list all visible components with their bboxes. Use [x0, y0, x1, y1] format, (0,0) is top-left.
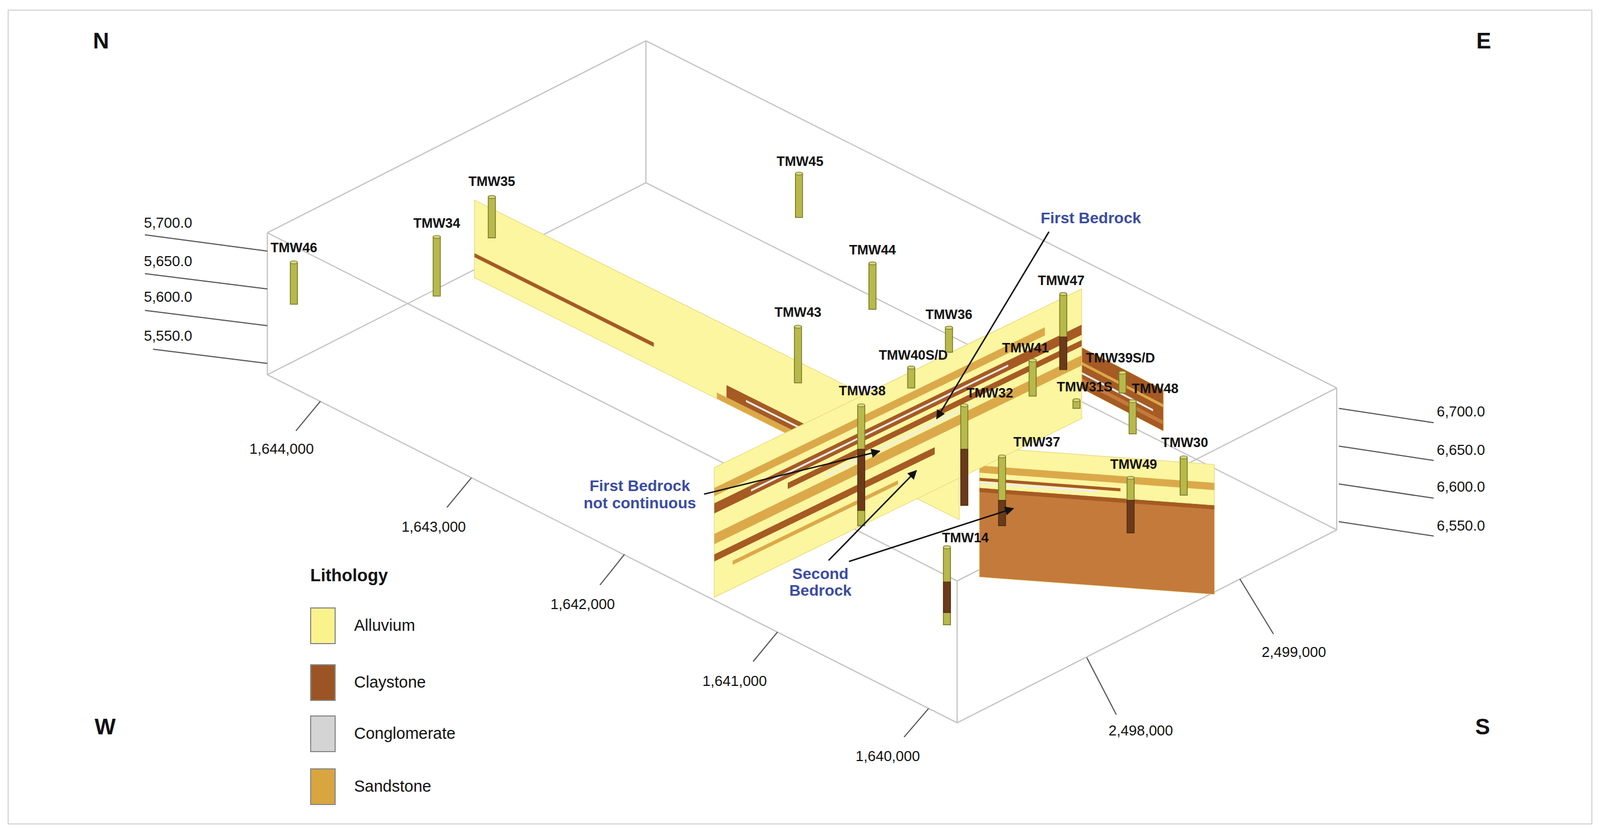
well-name: TMW31S	[1056, 379, 1113, 394]
well-casing	[907, 365, 915, 388]
section-panel	[714, 288, 1082, 598]
monitoring-wells	[290, 172, 1187, 625]
compass-letter: W	[94, 714, 116, 739]
legend-label: Claystone	[354, 673, 426, 692]
well-name: TMW38	[838, 383, 886, 399]
well-casing	[1059, 292, 1067, 370]
well-name: TMW40S/D	[878, 347, 948, 363]
well-name: TMW32	[966, 385, 1014, 400]
well-name: TMW47	[1037, 273, 1085, 288]
axis-value: 1,640,000	[855, 748, 921, 765]
axis-value: 1,641,000	[702, 672, 768, 689]
legend-label: Alluvium	[354, 616, 416, 635]
well-name: TMW46	[270, 240, 318, 255]
axis-value: 6,700.0	[1436, 403, 1486, 420]
section-panel	[979, 447, 1215, 595]
axis-value: 1,642,000	[550, 596, 616, 613]
axis-value: 2,499,000	[1261, 644, 1327, 661]
model-box	[267, 40, 1337, 723]
axis-value: 1,644,000	[249, 440, 314, 458]
well-casing	[960, 403, 969, 505]
well-name: TMW14	[941, 530, 989, 546]
frame	[8, 10, 1593, 824]
callout-text: First Bedrock	[1040, 209, 1142, 228]
well-casing	[869, 261, 877, 309]
well-casing	[1118, 371, 1127, 394]
legend-swatch	[310, 715, 336, 753]
legend-swatch	[310, 607, 336, 645]
alluvium-fill	[979, 447, 1215, 595]
well-name: TMW41	[1002, 340, 1049, 356]
well-name: TMW43	[774, 305, 822, 320]
well-casing	[488, 195, 496, 238]
axis-value: 5,650.0	[143, 253, 193, 270]
alluvium-fill	[714, 288, 1082, 598]
well-casing	[1072, 398, 1081, 409]
well-casing	[998, 454, 1006, 526]
well-name: TMW36	[925, 306, 973, 322]
well-casing	[1129, 399, 1137, 434]
axis-value: 2,498,000	[1108, 722, 1173, 739]
axis-value: 6,600.0	[1436, 478, 1486, 495]
callout-text: First Bedrock not continuous	[580, 477, 700, 513]
cross-sections	[474, 199, 1215, 597]
compass-letter: S	[1475, 714, 1491, 739]
leader-lines	[704, 231, 1050, 562]
well-name: TMW49	[1110, 457, 1157, 472]
axis-value: 5,600.0	[143, 288, 193, 306]
legend-swatch	[310, 664, 336, 701]
well-name: TMW39S/D	[1086, 350, 1156, 366]
well-name: TMW45	[776, 153, 824, 169]
well-name: TMW48	[1131, 381, 1179, 396]
well-name: TMW44	[848, 242, 896, 258]
well-casing	[794, 325, 802, 384]
strata-band	[474, 253, 654, 347]
strata-band	[714, 327, 1045, 497]
legend-label: Sandstone	[354, 777, 432, 796]
strata-band	[979, 488, 1215, 510]
axis-value: 1,643,000	[401, 518, 466, 535]
strata-band	[714, 324, 1082, 514]
legend-heading: Lithology	[310, 566, 388, 586]
axis-value: 5,550.0	[143, 327, 193, 345]
well-casing	[1126, 475, 1135, 533]
strata-band	[979, 488, 1215, 595]
well-name: TMW35	[468, 174, 515, 189]
well-casing	[1180, 455, 1188, 496]
strata-band	[714, 355, 1082, 544]
well-casing	[290, 261, 298, 305]
well-casing	[1028, 359, 1037, 397]
legend-swatch	[310, 768, 336, 806]
compass-letter: E	[1476, 28, 1492, 53]
strata-band	[787, 340, 1082, 490]
well-casing	[795, 172, 803, 218]
well-casing	[857, 403, 866, 526]
axis-value: 5,700.0	[143, 214, 193, 231]
legend-label: Conglomerate	[354, 724, 456, 743]
compass-letter: N	[92, 28, 110, 53]
well-name: TMW30	[1161, 435, 1209, 450]
well-casing	[943, 545, 951, 625]
axis-value: 6,550.0	[1436, 517, 1486, 534]
strata-band	[732, 480, 898, 566]
well-casing	[433, 235, 441, 297]
well-name: TMW37	[1013, 434, 1060, 449]
callout-text: Second Bedrock	[784, 565, 857, 601]
axis-value: 6,650.0	[1436, 442, 1486, 459]
well-name: TMW34	[413, 216, 460, 231]
axis-ticks	[144, 234, 1434, 738]
